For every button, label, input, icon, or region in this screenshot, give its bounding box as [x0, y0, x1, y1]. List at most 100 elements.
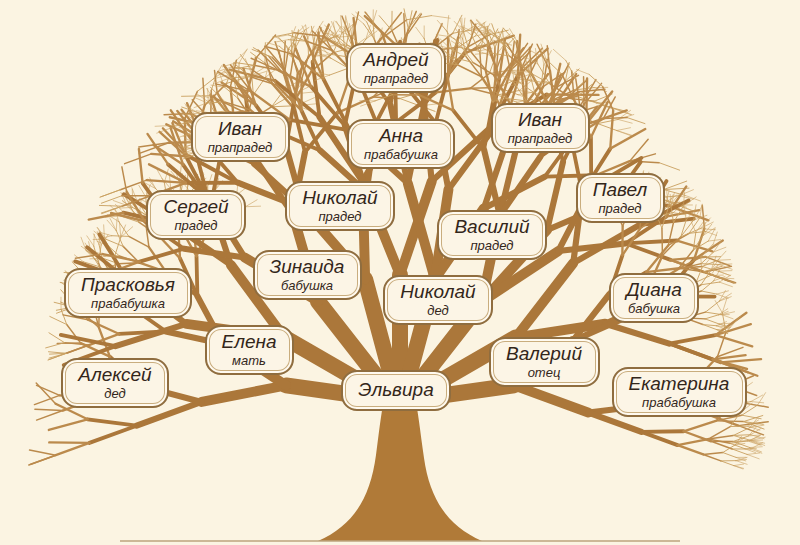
relation-label: отец — [505, 365, 584, 380]
tree-branch — [393, 94, 419, 96]
relation-label: прапрадед — [207, 140, 274, 155]
tree-branch — [719, 282, 732, 287]
tree-branch — [322, 47, 331, 58]
tree-branch — [356, 12, 367, 22]
tree-branch — [541, 48, 544, 65]
tree-branch — [734, 464, 744, 466]
tree-branch — [719, 275, 730, 282]
tree-branch — [89, 426, 136, 443]
tree-branch — [750, 425, 764, 427]
tree-branch — [404, 14, 405, 38]
person-name: Диана — [625, 279, 683, 301]
tree-branch — [457, 64, 482, 76]
tree-branch — [484, 150, 500, 216]
person-box: Валерийотец — [489, 337, 600, 387]
tree-branch — [721, 359, 761, 362]
tree-branch — [151, 154, 189, 157]
tree-branch — [736, 461, 747, 465]
tree-branch — [182, 95, 211, 97]
tree-branch — [491, 98, 506, 101]
tree-branch — [716, 420, 744, 422]
tree-branch — [265, 46, 293, 54]
tree-branch — [335, 21, 346, 32]
tree-branch — [379, 16, 392, 31]
tree-branch — [448, 76, 454, 110]
tree-branch — [323, 32, 337, 37]
tree-branch — [681, 229, 700, 237]
tree-branch — [404, 9, 408, 29]
tree-branch — [748, 437, 760, 441]
tree-branch — [715, 324, 750, 335]
relation-label: прадед — [453, 238, 531, 253]
tree-branch — [339, 31, 352, 36]
tree-branch — [88, 419, 137, 425]
tree-branch — [139, 143, 168, 154]
person-name: Николай — [301, 187, 379, 209]
tree-branch — [744, 416, 763, 422]
tree-branch — [49, 353, 67, 359]
person-box: Сергейпрадед — [146, 190, 246, 240]
tree-branch — [319, 39, 334, 41]
tree-branch — [735, 443, 745, 444]
tree-branch — [703, 453, 723, 455]
relation-label: прапрадед — [362, 71, 430, 86]
tree-branch — [323, 79, 349, 130]
tree-branch — [758, 393, 766, 405]
tree-branch — [258, 50, 278, 70]
tree-branch — [723, 453, 736, 458]
tree-branch — [747, 454, 759, 458]
tree-branch — [673, 206, 683, 223]
tree-branch — [703, 325, 717, 330]
tree-branch — [245, 206, 260, 208]
relation-label: дед — [399, 303, 477, 318]
tree-branch — [535, 48, 537, 63]
tree-branch — [701, 256, 702, 268]
tree-branch — [116, 324, 187, 346]
tree-branch — [493, 48, 495, 76]
tree-branch — [373, 22, 374, 39]
tree-branch — [99, 205, 122, 207]
tree-trunk — [318, 392, 482, 541]
tree-branch — [325, 25, 338, 36]
tree-branch — [717, 328, 729, 330]
tree-branch — [66, 345, 89, 353]
tree-branch — [598, 124, 617, 131]
tree-branch — [627, 118, 645, 124]
tree-branch — [683, 192, 684, 206]
tree-branch — [197, 94, 208, 102]
tree-branch — [61, 335, 116, 346]
tree-branch — [302, 111, 321, 151]
tree-branch — [701, 270, 711, 285]
tree-branch — [610, 110, 613, 148]
tree-branch — [119, 222, 129, 237]
tree-branch — [589, 74, 602, 86]
tree-branch — [463, 39, 466, 57]
tree-branch — [361, 101, 375, 106]
tree-branch — [617, 131, 631, 136]
tree-branch — [714, 247, 726, 252]
tree-branch — [331, 22, 337, 37]
tree-branch — [748, 441, 761, 445]
tree-branch — [373, 11, 377, 23]
tree-branch — [718, 271, 729, 275]
tree-branch — [681, 220, 686, 237]
tree-branch — [713, 232, 717, 244]
tree-branch — [486, 29, 499, 37]
tree-branch — [662, 237, 680, 256]
tree-branch — [541, 65, 544, 87]
tree-branch — [48, 353, 66, 360]
person-box: Иванпрапрадед — [191, 112, 290, 162]
person-name: Иван — [507, 109, 574, 131]
tree-branch — [703, 224, 712, 235]
tree-branch — [453, 15, 462, 33]
tree-branch — [475, 53, 490, 54]
tree-branch — [622, 229, 639, 255]
tree-branch — [342, 16, 352, 40]
tree-branch — [101, 206, 122, 213]
tree-branch — [140, 249, 184, 262]
relation-label: прадед — [592, 201, 649, 216]
tree-branch — [48, 352, 66, 354]
tree-branch — [706, 232, 717, 236]
person-name: Алексей — [77, 364, 153, 386]
